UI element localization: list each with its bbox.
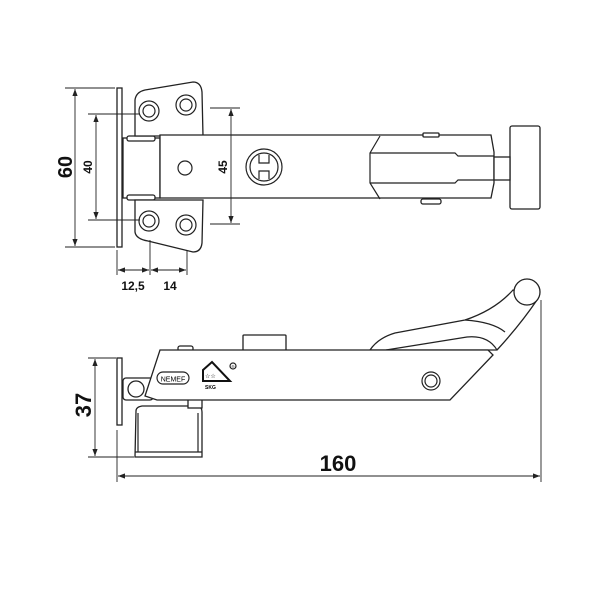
svg-text:SKG: SKG	[205, 385, 216, 391]
hinge-pin-top	[126, 135, 156, 142]
nemef-logo-text: NEMEF	[161, 377, 186, 384]
nemef-logo	[156, 371, 190, 385]
bracket-top	[134, 81, 204, 137]
skg-mark: ☆☆ SKG ®	[202, 360, 237, 391]
hinge-block	[122, 137, 161, 199]
lever-knob	[513, 278, 541, 306]
top-knob	[242, 334, 287, 352]
side-arm	[144, 349, 494, 401]
svg-text:☆☆: ☆☆	[205, 373, 216, 380]
hinge-pivot	[127, 380, 145, 398]
dim-37: 37	[71, 393, 96, 417]
top-dimensions: 60 40 45 12,5 14	[55, 87, 240, 293]
bracket-bottom	[134, 199, 204, 253]
side-view: NEMEF ☆☆ SKG ®	[116, 278, 541, 458]
dim-40: 40	[81, 160, 95, 174]
top-view	[116, 81, 541, 253]
slider	[369, 135, 494, 200]
screw-holes	[138, 94, 197, 236]
dim-45: 45	[216, 160, 230, 174]
lever-handle	[368, 289, 538, 351]
mounting-plate	[116, 87, 123, 248]
side-dimensions: 37 160	[71, 300, 542, 482]
t-handle	[509, 125, 541, 210]
rivet-hole	[177, 160, 193, 176]
arm	[159, 134, 495, 199]
dim-160: 160	[320, 451, 357, 476]
dim-60: 60	[55, 156, 77, 178]
hinge-pin-bottom	[126, 194, 156, 201]
svg-text:®: ®	[232, 364, 235, 369]
lower-block	[134, 405, 203, 458]
dim-14: 14	[163, 279, 177, 293]
dim-12-5: 12,5	[121, 279, 145, 293]
adjust-screw	[245, 148, 283, 186]
mounting-plate-side	[116, 357, 123, 426]
